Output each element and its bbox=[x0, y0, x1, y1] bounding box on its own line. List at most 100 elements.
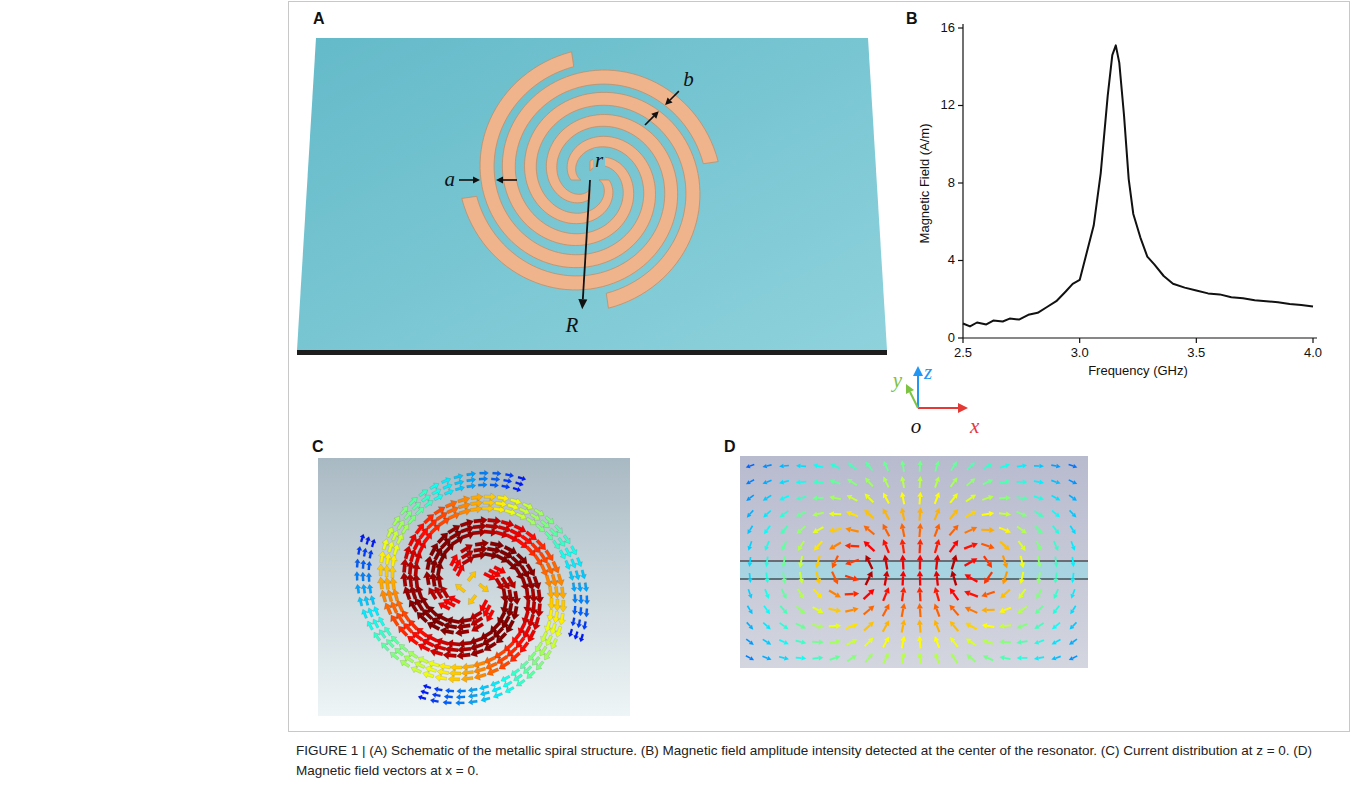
current-arrow bbox=[358, 597, 364, 606]
current-arrow bbox=[432, 489, 441, 496]
current-arrow bbox=[572, 594, 578, 603]
field-vector bbox=[813, 463, 818, 468]
field-vector bbox=[966, 638, 972, 643]
field-vector bbox=[902, 560, 905, 569]
field-vector bbox=[834, 466, 840, 469]
substrate-edge bbox=[297, 350, 887, 355]
field-vector bbox=[765, 589, 767, 595]
field-vector bbox=[900, 636, 906, 642]
current-arrow bbox=[443, 483, 452, 489]
current-arrow bbox=[447, 525, 460, 534]
current-arrow bbox=[576, 619, 581, 628]
current-arrow bbox=[458, 502, 470, 510]
field-vector bbox=[817, 497, 824, 499]
field-vector bbox=[850, 560, 858, 563]
field-vector bbox=[748, 578, 753, 583]
field-vector bbox=[965, 513, 972, 517]
current-arrow bbox=[445, 688, 454, 694]
field-vector bbox=[919, 576, 921, 585]
field-vector bbox=[1005, 479, 1010, 484]
field-vector bbox=[1017, 512, 1023, 514]
field-vector bbox=[967, 465, 972, 469]
axis-arrow bbox=[958, 403, 968, 413]
field-vector bbox=[1069, 480, 1074, 482]
field-vector bbox=[1073, 639, 1077, 642]
current-arrow bbox=[516, 553, 527, 564]
field-vector bbox=[969, 593, 977, 596]
current-arrow bbox=[578, 607, 584, 616]
field-vector bbox=[868, 606, 874, 612]
field-vector bbox=[832, 572, 836, 580]
field-vector bbox=[1037, 546, 1042, 552]
axis-name: y bbox=[893, 368, 902, 392]
field-vector bbox=[988, 479, 994, 484]
field-vector bbox=[987, 609, 995, 611]
field-vector bbox=[749, 656, 754, 660]
current-arrow bbox=[456, 700, 465, 706]
field-vector bbox=[1004, 641, 1011, 643]
field-vector bbox=[869, 465, 873, 470]
field-vector bbox=[1034, 465, 1039, 467]
current-arrow bbox=[526, 563, 535, 576]
field-vector bbox=[817, 466, 823, 467]
current-arrow bbox=[379, 630, 386, 639]
field-vector bbox=[747, 529, 751, 534]
field-vector bbox=[982, 623, 988, 629]
field-vector bbox=[762, 464, 767, 468]
current-arrow bbox=[450, 664, 462, 672]
field-vector bbox=[1039, 572, 1040, 579]
current-arrow bbox=[383, 565, 391, 577]
field-vector bbox=[950, 588, 956, 595]
field-vector bbox=[937, 576, 938, 585]
current-arrow bbox=[457, 645, 471, 654]
field-vector bbox=[1054, 546, 1059, 551]
field-vector bbox=[1039, 480, 1044, 485]
field-vector bbox=[852, 623, 858, 628]
field-vector bbox=[750, 510, 754, 514]
current-arrow bbox=[462, 663, 474, 671]
current-arrow bbox=[362, 609, 368, 618]
field-vector bbox=[885, 513, 889, 520]
current-arrow bbox=[437, 533, 448, 544]
field-vector bbox=[832, 562, 838, 568]
tick bbox=[958, 105, 963, 106]
current-arrow bbox=[461, 669, 473, 677]
field-vector bbox=[885, 529, 889, 537]
field-vector bbox=[884, 620, 889, 626]
tick bbox=[958, 182, 963, 183]
field-vector bbox=[919, 560, 921, 569]
field-vector bbox=[1055, 513, 1060, 518]
current-arrow bbox=[434, 687, 443, 692]
current-arrow bbox=[540, 520, 549, 528]
field-vector bbox=[834, 482, 840, 484]
field-vector bbox=[1017, 526, 1023, 530]
current-arrow bbox=[365, 537, 370, 545]
field-vector bbox=[1003, 556, 1006, 564]
field-vector bbox=[847, 495, 853, 500]
field-vector bbox=[981, 529, 989, 531]
field-vector bbox=[917, 587, 923, 593]
field-vector bbox=[868, 513, 874, 518]
field-vector bbox=[835, 639, 840, 644]
current-arrow bbox=[527, 671, 536, 679]
field-vector bbox=[1073, 622, 1077, 626]
axis-name: o bbox=[911, 414, 922, 438]
current-arrow bbox=[526, 517, 536, 524]
current-arrow bbox=[460, 544, 473, 553]
current-arrow bbox=[373, 619, 380, 628]
field-vector bbox=[902, 625, 904, 633]
current-arrow bbox=[430, 698, 439, 703]
current-arrow bbox=[518, 476, 526, 481]
current-arrow bbox=[516, 679, 525, 686]
field-vector bbox=[747, 622, 751, 626]
field-vector bbox=[865, 555, 871, 562]
field-vector bbox=[834, 543, 841, 547]
field-vector bbox=[812, 641, 819, 643]
field-vector bbox=[1073, 464, 1078, 468]
field-vector bbox=[812, 512, 817, 517]
current-arrow bbox=[511, 606, 520, 620]
field-vector bbox=[746, 464, 751, 468]
current-arrow bbox=[432, 692, 441, 697]
current-arrow bbox=[532, 617, 540, 630]
field-vector bbox=[817, 481, 823, 483]
